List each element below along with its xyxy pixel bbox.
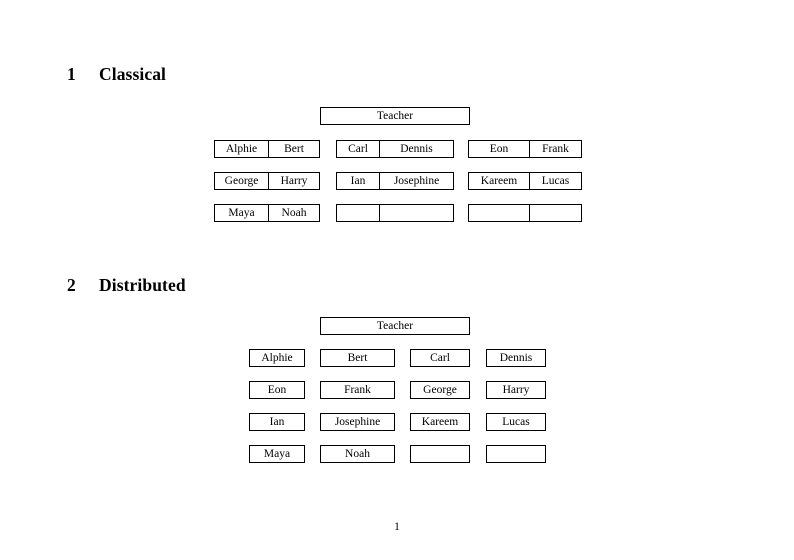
table-cell: Noah [320, 445, 395, 463]
classical-group-1-row-2: George Harry [214, 172, 320, 190]
table-cell-empty [529, 204, 582, 222]
classical-group-1-row-3: Maya Noah [214, 204, 320, 222]
section-title: Distributed [99, 275, 186, 295]
section-number: 1 [67, 64, 76, 84]
classical-group-2-row-3 [336, 204, 454, 222]
classical-group-2-row-1: Carl Dennis [336, 140, 454, 158]
section-number: 2 [67, 275, 76, 295]
table-cell: Dennis [379, 140, 454, 158]
table-cell: Kareem [468, 172, 530, 190]
classical-group-3-row-1: Eon Frank [468, 140, 582, 158]
table-cell: Ian [249, 413, 305, 431]
teacher-box-classical: Teacher [320, 107, 470, 125]
classical-group-2-row-2: Ian Josephine [336, 172, 454, 190]
table-cell: Noah [268, 204, 320, 222]
table-cell: Alphie [214, 140, 269, 158]
table-cell: George [410, 381, 470, 399]
table-cell: Bert [320, 349, 395, 367]
table-cell: Maya [249, 445, 305, 463]
section-title: Classical [99, 64, 167, 84]
table-cell: Lucas [529, 172, 582, 190]
table-cell-empty [486, 445, 546, 463]
classical-group-1-row-1: Alphie Bert [214, 140, 320, 158]
table-cell: Eon [468, 140, 530, 158]
teacher-box-distributed: Teacher [320, 317, 470, 335]
table-cell: Lucas [486, 413, 546, 431]
table-cell: Bert [268, 140, 320, 158]
table-cell-empty [379, 204, 454, 222]
table-cell: Maya [214, 204, 269, 222]
table-cell: Ian [336, 172, 380, 190]
table-cell: Carl [410, 349, 470, 367]
table-cell: Josephine [320, 413, 395, 431]
table-cell: Harry [486, 381, 546, 399]
page-number: 1 [394, 521, 400, 533]
table-cell: Alphie [249, 349, 305, 367]
table-cell-empty [336, 204, 380, 222]
table-cell: Josephine [379, 172, 454, 190]
table-cell: Frank [320, 381, 395, 399]
classical-group-3-row-2: Kareem Lucas [468, 172, 582, 190]
table-cell: Dennis [486, 349, 546, 367]
classical-group-3-row-3 [468, 204, 582, 222]
table-cell-empty [410, 445, 470, 463]
section-heading-classical: 1 Classical [67, 64, 167, 84]
table-cell-empty [468, 204, 530, 222]
section-heading-distributed: 2 Distributed [67, 275, 186, 295]
table-cell: Harry [268, 172, 320, 190]
table-cell: Kareem [410, 413, 470, 431]
table-cell: George [214, 172, 269, 190]
table-cell: Frank [529, 140, 582, 158]
table-cell: Eon [249, 381, 305, 399]
table-cell: Carl [336, 140, 380, 158]
